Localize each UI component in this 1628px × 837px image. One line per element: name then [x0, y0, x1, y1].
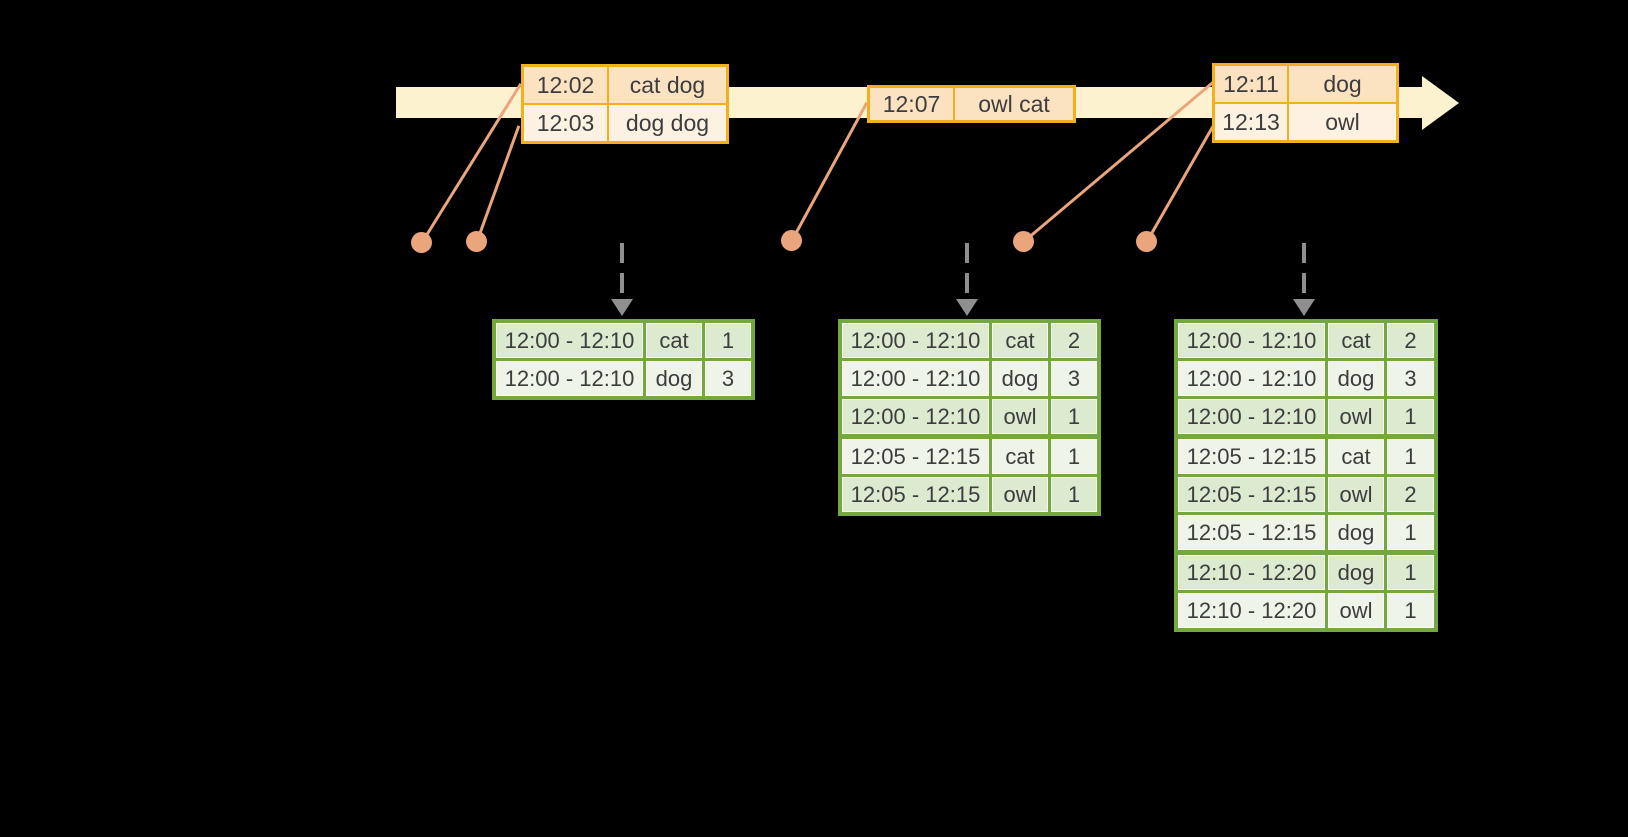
arrow-down-icon — [1293, 299, 1315, 316]
table-cell: 12:00 - 12:10 — [1178, 361, 1325, 396]
table-cell: cat — [646, 323, 702, 358]
table-cell: cat dog — [609, 67, 726, 103]
table-cell: 1 — [705, 323, 751, 358]
table-cell: 12:05 - 12:15 — [1178, 439, 1325, 474]
table-cell: 12:02 — [524, 67, 607, 103]
table-cell: 1 — [1387, 593, 1434, 628]
table-cell: 12:03 — [524, 105, 607, 141]
table-cell: 1 — [1051, 399, 1097, 434]
table-cell: 12:13 — [1215, 104, 1287, 140]
table-cell: 3 — [1051, 361, 1097, 396]
table-cell: owl — [992, 477, 1048, 512]
table-cell: cat — [1328, 439, 1384, 474]
table-cell: 2 — [1051, 323, 1097, 358]
table-cell: 1 — [1387, 399, 1434, 434]
table-cell: owl cat — [955, 88, 1073, 120]
table-cell: dog — [992, 361, 1048, 396]
table-cell: 2 — [1387, 323, 1434, 358]
event-dot — [1013, 231, 1034, 252]
table-cell: 3 — [1387, 361, 1434, 396]
arrow-down-icon — [956, 299, 978, 316]
event-dot — [466, 231, 487, 252]
table-cell: 12:00 - 12:10 — [842, 323, 989, 358]
table-cell: owl — [1289, 104, 1396, 140]
table-cell: 1 — [1387, 555, 1434, 590]
table-cell: owl — [992, 399, 1048, 434]
table-cell: 1 — [1387, 439, 1434, 474]
dashed-line — [620, 243, 624, 299]
event-time-axis-arrowhead-icon — [1422, 76, 1459, 130]
table-cell: 1 — [1387, 515, 1434, 550]
table-cell: 12:10 - 12:20 — [1178, 555, 1325, 590]
table-cell: dog — [1289, 66, 1396, 102]
event-dot — [411, 232, 432, 253]
table-cell: owl — [1328, 399, 1384, 434]
table-cell: 1 — [1051, 439, 1097, 474]
trigger-arrow — [611, 243, 633, 316]
trigger-arrow — [1293, 243, 1315, 316]
trigger-arrow — [956, 243, 978, 316]
event-dot — [781, 230, 802, 251]
table-cell: 12:00 - 12:10 — [842, 361, 989, 396]
table-cell: 12:07 — [870, 88, 953, 120]
table-cell: cat — [992, 439, 1048, 474]
table-cell: dog — [1328, 361, 1384, 396]
table-cell: dog — [1328, 555, 1384, 590]
dashed-line — [1302, 243, 1306, 299]
table-cell: 12:05 - 12:15 — [842, 477, 989, 512]
table-cell: owl — [1328, 477, 1384, 512]
table-cell: 1 — [1051, 477, 1097, 512]
table-cell: 12:00 - 12:10 — [1178, 323, 1325, 358]
connector-line — [790, 101, 869, 242]
table-cell: dog dog — [609, 105, 726, 141]
table-cell: dog — [646, 361, 702, 396]
table-cell: 12:11 — [1215, 66, 1287, 102]
table-cell: 12:05 - 12:15 — [1178, 515, 1325, 550]
table-cell: dog — [1328, 515, 1384, 550]
arrow-down-icon — [611, 299, 633, 316]
event-dot — [1136, 231, 1157, 252]
table-cell: 12:00 - 12:10 — [496, 361, 643, 396]
table-cell: 3 — [705, 361, 751, 396]
table-cell: 12:00 - 12:10 — [496, 323, 643, 358]
table-cell: 12:05 - 12:15 — [842, 439, 989, 474]
table-cell: 12:10 - 12:20 — [1178, 593, 1325, 628]
table-cell: 12:00 - 12:10 — [842, 399, 989, 434]
table-cell: 12:00 - 12:10 — [1178, 399, 1325, 434]
dashed-line — [965, 243, 969, 299]
table-cell: 12:05 - 12:15 — [1178, 477, 1325, 512]
table-cell: cat — [1328, 323, 1384, 358]
table-cell: cat — [992, 323, 1048, 358]
table-cell: owl — [1328, 593, 1384, 628]
table-cell: 2 — [1387, 477, 1434, 512]
connector-line — [1145, 125, 1215, 243]
